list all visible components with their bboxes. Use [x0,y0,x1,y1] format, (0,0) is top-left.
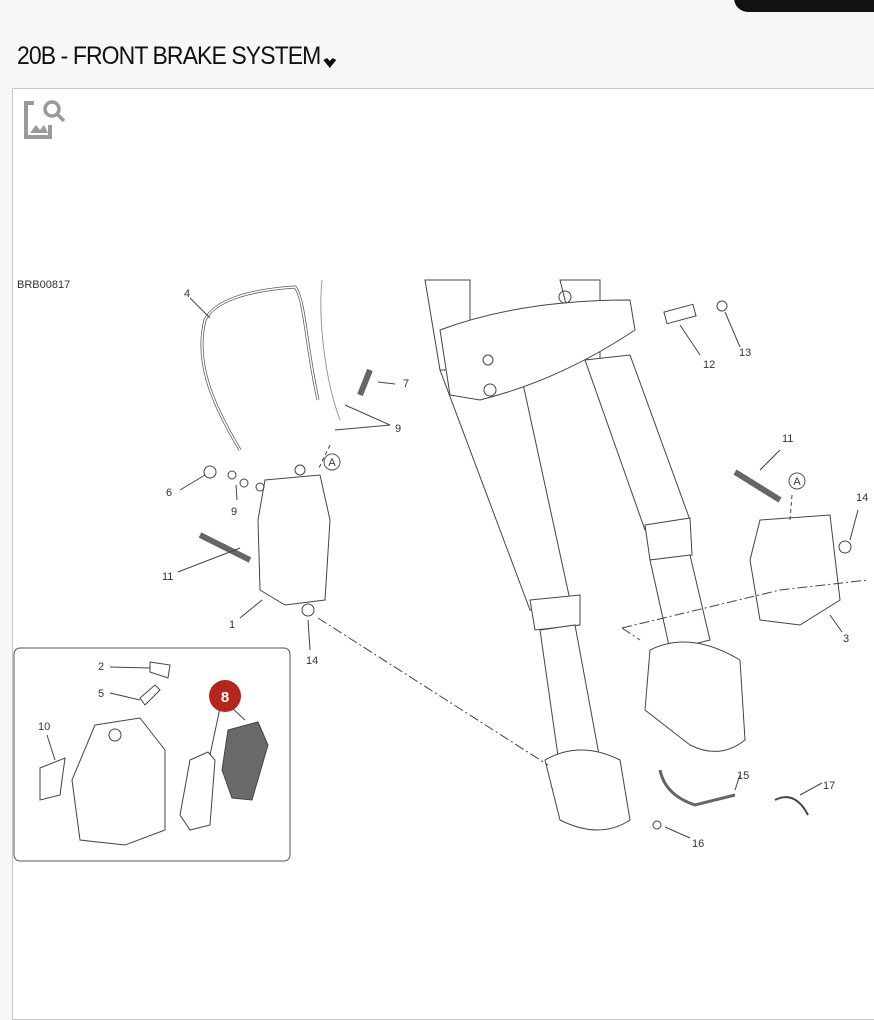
callout-7[interactable]: 7 [403,378,409,390]
callout-5[interactable]: 5 [98,688,104,700]
reference-a-1: A [328,457,336,469]
callout-11[interactable]: 11 [162,571,173,583]
top-action-button[interactable] [734,0,874,12]
callout-17[interactable]: 17 [823,780,835,792]
callout-14[interactable]: 14 [856,492,868,504]
diagram-code: BRB00817 [17,279,70,291]
callout-11[interactable]: 11 [782,433,793,445]
page-title-text: 20B - FRONT BRAKE SYSTEM [17,42,321,70]
callout-3[interactable]: 3 [843,633,849,645]
image-zoom-icon[interactable] [20,97,66,143]
callout-13[interactable]: 13 [739,347,751,359]
page-title[interactable]: 20B - FRONT BRAKE SYSTEM [17,42,337,71]
callout-8[interactable]: 8 [221,689,229,706]
callout-1[interactable]: 1 [229,619,235,631]
callout-9[interactable]: 9 [231,506,237,518]
diagram-panel [12,88,874,1020]
callout-9[interactable]: 9 [395,423,401,435]
callout-8-badge[interactable] [209,680,241,712]
callout-14[interactable]: 14 [306,655,318,667]
callout-12[interactable]: 12 [703,359,715,371]
reference-a-2: A [793,476,801,488]
callout-10[interactable]: 10 [38,721,50,733]
callout-4[interactable]: 4 [184,288,190,300]
chevron-down-icon[interactable] [322,57,337,69]
callout-16[interactable]: 16 [692,838,704,850]
callout-6[interactable]: 6 [166,487,172,499]
callout-15[interactable]: 15 [737,770,749,782]
callout-2[interactable]: 2 [98,661,104,673]
